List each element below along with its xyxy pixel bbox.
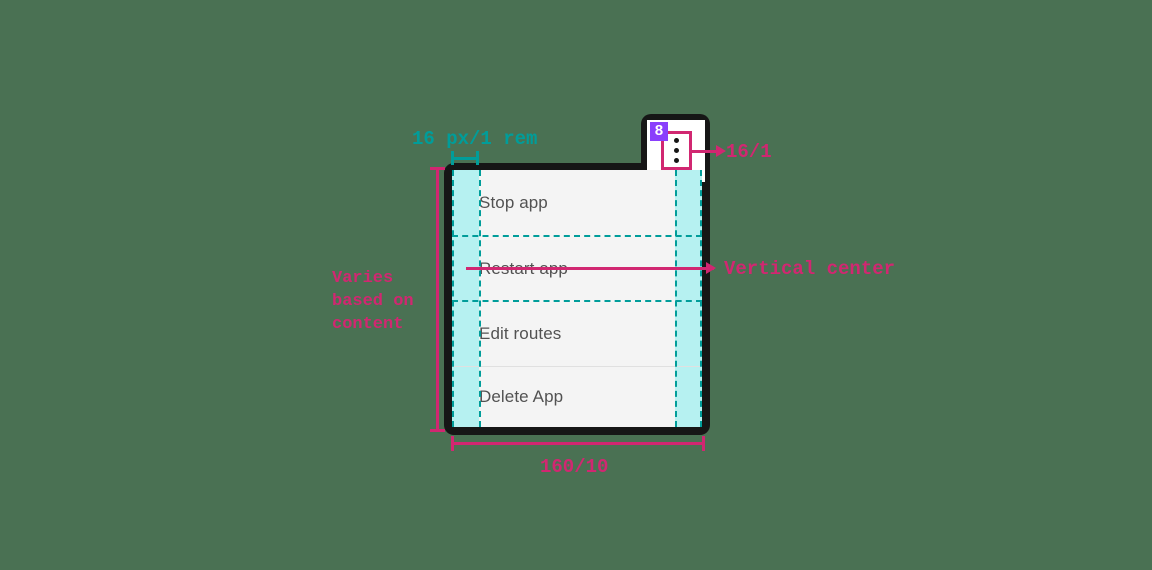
annotation-height-note: Varies based on content xyxy=(332,269,414,334)
annotation-width: 160/10 xyxy=(540,456,609,478)
menu-item-stop-app[interactable]: Stop app xyxy=(479,193,548,212)
annotation-padding-top: 16 px/1 rem xyxy=(412,128,538,150)
measure-height xyxy=(430,167,445,432)
spacing-badge-8: 8 xyxy=(650,122,668,141)
guide-vertical-4 xyxy=(700,170,702,427)
padding-band-right xyxy=(675,170,702,427)
menu-divider xyxy=(452,366,702,367)
icon-leader-arrow-icon xyxy=(716,145,726,157)
vertical-center-leader-line xyxy=(466,267,714,270)
vertical-center-arrow-icon xyxy=(706,262,716,274)
overflow-menu-vertical-icon[interactable] xyxy=(673,138,680,163)
measure-padding-horizontal xyxy=(451,151,479,165)
padding-band-left xyxy=(452,170,479,427)
guide-vertical-3 xyxy=(675,170,677,427)
annotation-vertical-center: Vertical center xyxy=(724,258,896,280)
annotation-icon-size: 16/1 xyxy=(726,141,772,163)
guide-horizontal-1 xyxy=(452,235,702,237)
measure-width xyxy=(451,436,705,451)
guide-vertical-2 xyxy=(479,170,481,427)
icon-leader-line xyxy=(692,150,718,153)
menu-item-delete-app[interactable]: Delete App xyxy=(479,386,564,406)
guide-vertical-1 xyxy=(452,170,454,427)
guide-horizontal-2 xyxy=(452,300,702,302)
menu-panel: Stop app Restart app Edit routes Delete … xyxy=(452,170,702,427)
menu-item-edit-routes[interactable]: Edit routes xyxy=(479,323,562,343)
icon-highlight-box xyxy=(661,131,692,170)
